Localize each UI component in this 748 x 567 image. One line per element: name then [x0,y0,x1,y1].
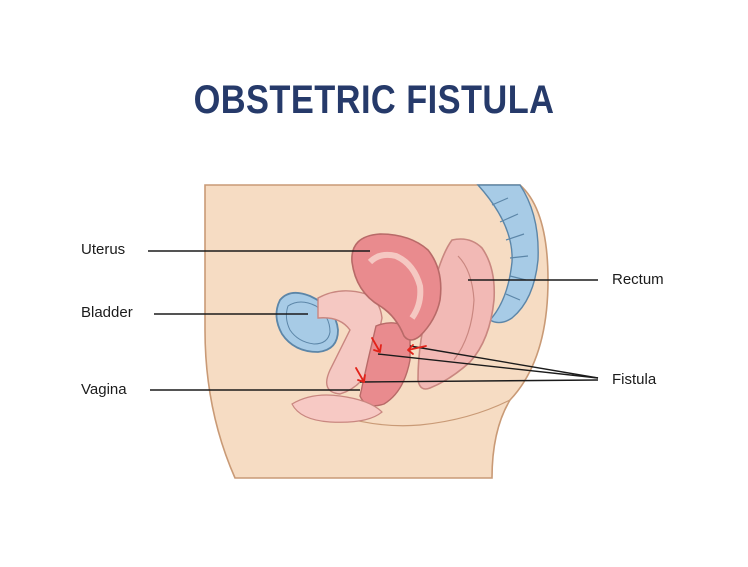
fistula-leader-2 [409,345,599,379]
label-bladder: Bladder [81,304,133,321]
fistula-arrow-3 [355,367,366,383]
label-vagina: Vagina [81,381,127,398]
uterus-cavity [367,251,424,320]
fistula-arrow-1 [371,337,382,353]
page-title: OBSTETRIC FISTULA [193,78,555,122]
rectum-lumen [453,255,475,361]
label-uterus: Uterus [81,241,126,258]
sacrum [476,184,539,324]
fistula-arrow-2 [407,344,427,355]
label-rectum: Rectum [612,271,664,288]
label-fistula: Fistula [612,371,657,388]
fistula-arrows [355,337,427,383]
fistula-leader-3 [359,379,599,383]
perineum [291,394,383,423]
leader-lines [148,250,599,391]
bladder-inner [285,301,331,345]
fistula-leader-1 [377,353,599,379]
